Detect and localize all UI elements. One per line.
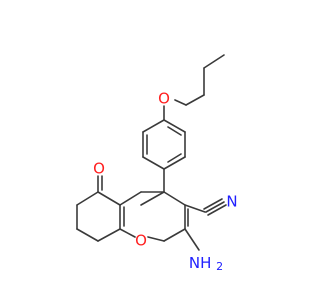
- nitrile-nitrogen-label: N: [226, 193, 237, 211]
- nitrile-triple-bond-1: [205, 201, 225, 213]
- amine-label-main: NH: [189, 254, 212, 272]
- butyl-chain: [174, 54, 225, 106]
- amine-label-subscript: 2: [216, 260, 223, 273]
- amine-bond: [184, 228, 200, 251]
- nitrile-triple-bond-2: [207, 204, 227, 216]
- nitrile-carbon-bond: [184, 204, 206, 213]
- molecule-structure-diagram: O O O: [76, 54, 238, 274]
- nitrile-triple-bond-3: [203, 198, 223, 210]
- amine-label: NH 2: [189, 254, 223, 274]
- benzene-ring: [142, 119, 186, 170]
- ring-oxygen-label: O: [135, 232, 147, 250]
- pyran-ring: [119, 191, 189, 242]
- ether-oxygen-label: O: [158, 90, 170, 108]
- cyclohexanone-ring: [76, 191, 121, 242]
- ketone-oxygen-label: O: [93, 160, 105, 178]
